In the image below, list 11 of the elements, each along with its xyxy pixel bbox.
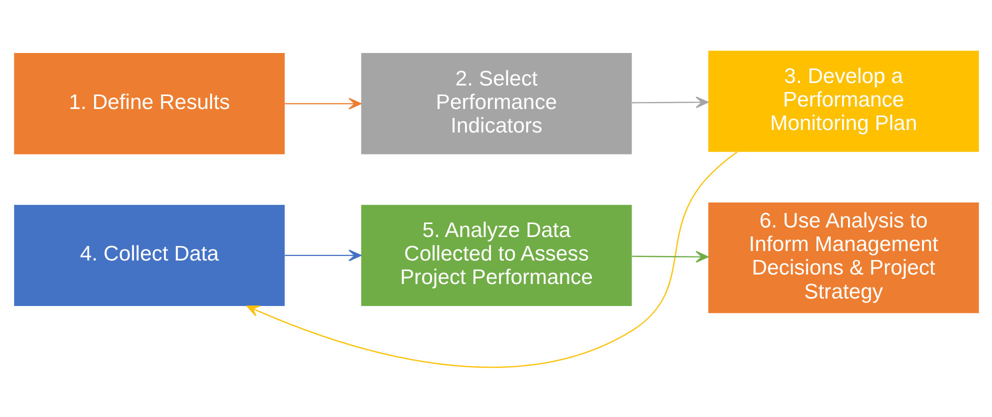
- node-box: 5. Analyze Data Collected to Assess Project Performance: [360, 204, 632, 306]
- arrow: [246, 150, 737, 367]
- arrow: [631, 250, 708, 262]
- node-box: 6. Use Analysis to Inform Management Decisions & Project Strategy: [708, 202, 978, 313]
- arrow: [631, 96, 708, 108]
- node-box: 3. Develop a Performance Monitoring Plan: [708, 50, 978, 152]
- arrow: [284, 249, 361, 261]
- node-box: 2. Select Performance Indicators: [360, 52, 632, 154]
- node-box: 1. Define Results: [14, 52, 284, 154]
- arrow: [284, 97, 361, 110]
- node-box: 4. Collect Data: [14, 204, 284, 306]
